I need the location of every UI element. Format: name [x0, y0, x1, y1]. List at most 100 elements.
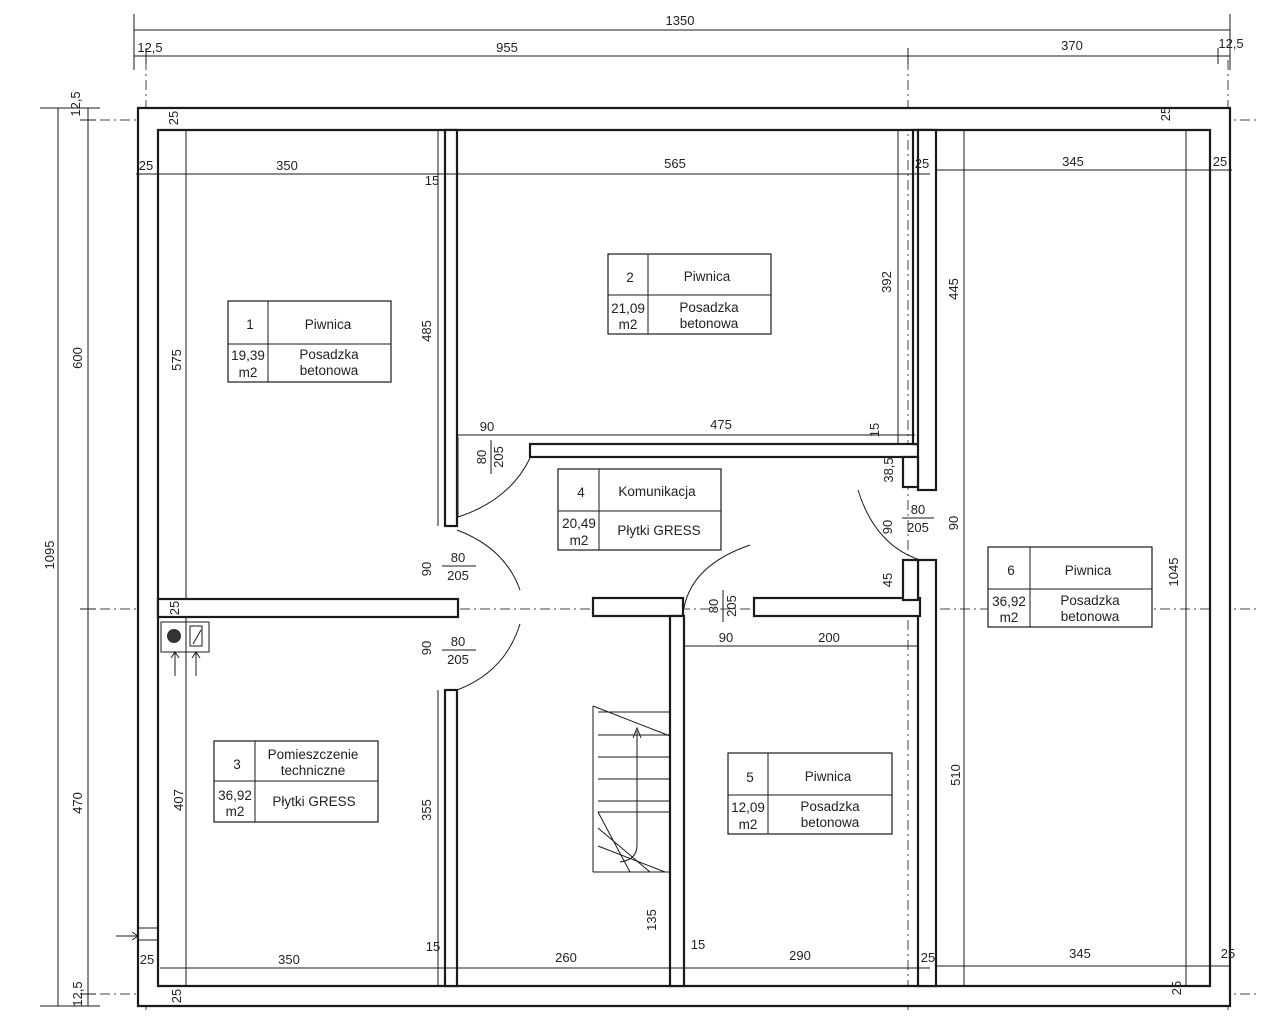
dim-r6-w: 345	[1062, 154, 1084, 169]
room-1-area: 19,39	[231, 348, 265, 363]
room-2-floor1: Posadzka	[679, 300, 739, 315]
dim-r6-bot: 345	[1069, 946, 1091, 961]
dim-left-b: 600	[70, 347, 85, 369]
dim-d2-h: 205	[447, 568, 469, 583]
dim-r2-h: 392	[879, 271, 894, 293]
dim-r6-h3: 510	[948, 764, 963, 786]
dim-left-d: 12,5	[70, 981, 85, 1006]
dim-r5-w: 290	[789, 948, 811, 963]
dim-r1-w: 350	[276, 158, 298, 173]
dim-st-260: 260	[555, 950, 577, 965]
room-4-area: 20,49	[562, 516, 596, 531]
doors	[456, 437, 921, 691]
top-dimensions: 1350 12,5 955 370 12,5	[133, 13, 1244, 70]
room-4-floor: Płytki GRESS	[617, 523, 700, 538]
dim-d5-w: 80	[911, 502, 925, 517]
dim-c-90: 90	[480, 419, 494, 434]
dim-d-45: 45	[880, 573, 895, 587]
dim-mid25: 25	[167, 601, 182, 615]
dim-d1-w: 80	[474, 450, 489, 464]
room-4-name: Komunikacja	[618, 484, 696, 499]
dim-r3-15: 15	[426, 939, 440, 954]
room-5-number: 5	[746, 770, 754, 785]
dim-r6-wall: 25	[1213, 154, 1227, 169]
room-3-number: 3	[233, 757, 241, 772]
dim-top25b: 25	[1158, 107, 1173, 121]
room-2-floor2: betonowa	[680, 316, 739, 331]
dim-top-a: 12,5	[137, 40, 162, 55]
room-6-floor1: Posadzka	[1060, 593, 1120, 608]
room-3-area: 36,92	[218, 788, 252, 803]
room-6-number: 6	[1007, 563, 1015, 578]
dim-left-c: 470	[70, 792, 85, 814]
dim-r1-right: 485	[419, 320, 434, 342]
room-5-unit: m2	[739, 817, 758, 832]
dim-r5-15: 15	[691, 937, 705, 952]
room-3-name1: Pomieszczenie	[268, 747, 359, 762]
room-tag-5: 5 Piwnica 12,09 m2 Posadzka betonowa	[727, 752, 893, 835]
room-2-area: 21,09	[611, 301, 645, 316]
dim-d2-w: 80	[451, 550, 465, 565]
walls	[116, 106, 1232, 1008]
room-tag-4: 4 Komunikacja 20,49 m2 Płytki GRESS	[557, 468, 722, 551]
room-tag-3: 3 Pomieszczenie techniczne 36,92 m2 Płyt…	[213, 740, 379, 823]
dim-d4-h: 205	[724, 595, 739, 617]
dim-d3-90: 90	[419, 641, 434, 655]
dim-c-475: 475	[710, 417, 732, 432]
dim-b25a: 25	[140, 952, 154, 967]
dim-d1-h: 205	[491, 446, 506, 468]
room-1-floor1: Posadzka	[299, 347, 359, 362]
dim-top-b: 955	[496, 40, 518, 55]
room-1-floor2: betonowa	[300, 363, 359, 378]
dim-r2-w: 565	[664, 156, 686, 171]
dim-b25b: 25	[921, 950, 935, 965]
room-3-name2: techniczne	[281, 763, 346, 778]
room-5-name: Piwnica	[805, 769, 852, 784]
dim-w15: 15	[425, 173, 439, 188]
room-5-area: 12,09	[731, 800, 765, 815]
dim-r1-wall: 25	[139, 158, 153, 173]
dim-r3-355: 355	[419, 799, 434, 821]
dim-d4-w: 80	[706, 599, 721, 613]
dim-r5-200: 200	[818, 630, 840, 645]
dim-b25e: 25	[1169, 981, 1184, 995]
staircase	[592, 705, 671, 873]
dimension-labels: 25 350 15 565 25 345 25 25 25 575 485 39…	[139, 107, 1235, 1003]
room-6-floor2: betonowa	[1061, 609, 1120, 624]
room-1-number: 1	[246, 317, 254, 332]
room-2-number: 2	[626, 270, 634, 285]
dim-d5-90: 90	[880, 520, 895, 534]
room-3-floor: Płytki GRESS	[272, 794, 355, 809]
dim-b25c: 25	[1221, 946, 1235, 961]
room-4-unit: m2	[570, 533, 589, 548]
dim-r6-door: 90	[946, 516, 961, 530]
room-3-unit: m2	[226, 804, 245, 819]
room-6-unit: m2	[1000, 610, 1019, 625]
room-1-unit: m2	[239, 365, 258, 380]
room-5-floor1: Posadzka	[800, 799, 860, 814]
interior-dimension-lines	[136, 130, 1232, 986]
dim-r3-h: 407	[171, 789, 186, 811]
room-2-unit: m2	[619, 317, 638, 332]
room-5-floor2: betonowa	[801, 815, 860, 830]
dim-c-385: 38,5	[881, 457, 896, 482]
dim-r6-h2: 1045	[1166, 558, 1181, 587]
left-dimensions: 1095 12,5 600 470 12,5	[40, 91, 100, 1007]
dim-b25d: 25	[169, 989, 184, 1003]
room-6-name: Piwnica	[1065, 563, 1112, 578]
dim-r5-90: 90	[719, 630, 733, 645]
dim-d3-h: 205	[447, 652, 469, 667]
dim-r1-h: 575	[169, 349, 184, 371]
dim-left-total: 1095	[42, 541, 57, 570]
dim-st-135: 135	[644, 909, 659, 931]
room-tag-1: 1 Piwnica 19,39 m2 Posadzka betonowa	[227, 300, 392, 383]
room-1-name: Piwnica	[305, 317, 352, 332]
room-2-name: Piwnica	[684, 269, 731, 284]
dim-top-total: 1350	[666, 13, 695, 28]
room-6-area: 36,92	[992, 594, 1026, 609]
dim-top25a: 25	[166, 111, 181, 125]
dim-r2-wallr: 25	[915, 156, 929, 171]
dim-d3-w: 80	[451, 634, 465, 649]
dim-d2-90: 90	[419, 562, 434, 576]
